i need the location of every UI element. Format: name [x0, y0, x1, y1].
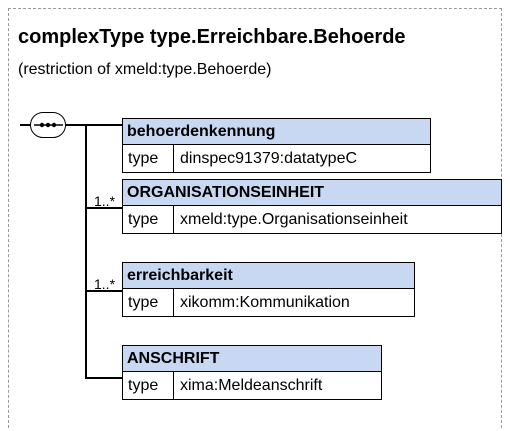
element-type-row: type xmeld:type.Organisationseinheit: [122, 205, 502, 234]
multiplicity-label: 1..*: [94, 276, 116, 292]
connector-left: [20, 124, 30, 126]
type-value: dinspec91379:datatypeC: [180, 150, 358, 167]
element-type-row: type dinspec91379:datatypeC: [122, 144, 431, 173]
element-anschrift[interactable]: ANSCHRIFT type xima:Meldeanschrift: [122, 345, 382, 400]
diagram-subtitle: (restriction of xmeld:type.Behoerde): [18, 61, 272, 78]
connector-right: [66, 124, 122, 126]
element-behoerdenkennung[interactable]: behoerdenkennung type dinspec91379:datat…: [122, 118, 431, 173]
element-name: ANSCHRIFT: [122, 345, 382, 372]
branch-erreichbarkeit: [85, 290, 122, 292]
type-key: type: [123, 206, 174, 233]
type-value: xikomm:Kommunikation: [180, 294, 350, 311]
type-key: type: [123, 289, 174, 316]
multiplicity-label: 1..*: [94, 193, 116, 209]
diagram-title: complexType type.Erreichbare.Behoerde: [18, 26, 406, 48]
sequence-icon: [30, 112, 66, 138]
element-name: erreichbarkeit: [122, 262, 415, 289]
branch-anschrift: [85, 377, 122, 379]
element-name: behoerdenkennung: [122, 118, 431, 145]
element-name: ORGANISATIONSEINHEIT: [122, 179, 502, 206]
element-type-row: type xikomm:Kommunikation: [122, 288, 415, 317]
element-erreichbarkeit[interactable]: erreichbarkeit type xikomm:Kommunikation: [122, 262, 415, 317]
type-key: type: [123, 145, 174, 172]
element-organisationseinheit[interactable]: ORGANISATIONSEINHEIT type xmeld:type.Org…: [122, 179, 502, 234]
trunk-line: [85, 124, 87, 378]
element-type-row: type xima:Meldeanschrift: [122, 371, 382, 400]
type-key: type: [123, 372, 174, 399]
type-value: xima:Meldeanschrift: [180, 377, 323, 394]
branch-organisationseinheit: [85, 207, 122, 209]
type-value: xmeld:type.Organisationseinheit: [180, 211, 408, 228]
